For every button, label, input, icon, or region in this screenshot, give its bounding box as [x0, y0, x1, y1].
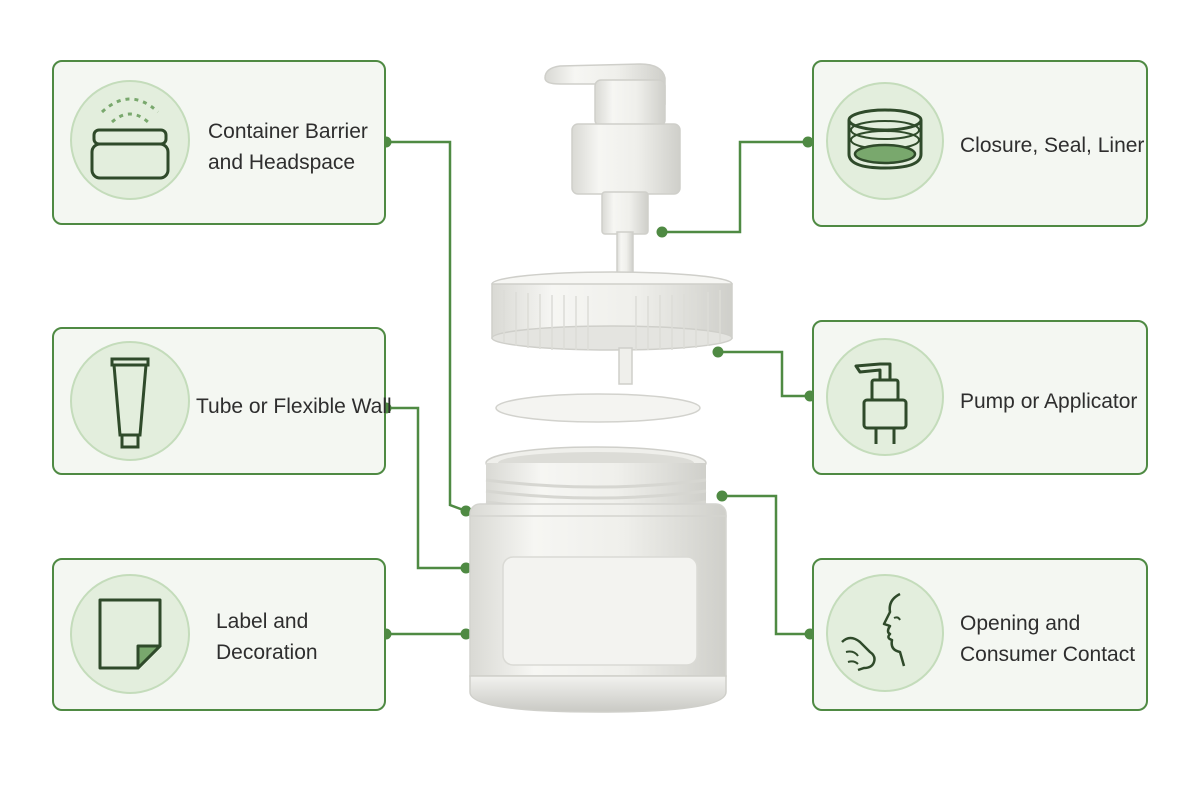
card-title-line2: Decoration: [216, 641, 318, 664]
cap-ribs: [503, 290, 721, 350]
connector-closure-seal: [662, 140, 808, 234]
tube-icon: [110, 357, 150, 449]
connector-dot: [460, 628, 472, 640]
label-peel-icon: [98, 598, 162, 670]
icon-circle: [70, 574, 190, 694]
connector-dot: [802, 136, 814, 148]
closure-liner-icon: [847, 108, 923, 170]
icon-circle: [826, 82, 944, 200]
icon-circle: [826, 338, 944, 456]
pump-neck: [601, 191, 649, 235]
connector-container-barrier: [386, 140, 467, 513]
connector-tube-wall: [386, 406, 466, 570]
card-title-line2: Consumer Contact: [960, 643, 1136, 666]
connector-dot: [716, 490, 728, 502]
card-title-line1: Opening and: [960, 612, 1081, 635]
pump-collar: [571, 123, 681, 195]
jar-label-area: [502, 556, 698, 666]
connector-opening-contact: [722, 494, 810, 636]
card-opening-contact: Opening and Consumer Contact: [812, 558, 1148, 711]
card-pump-applicator: Pump or Applicator: [812, 320, 1148, 475]
card-closure-seal: Closure, Seal, Liner: [812, 60, 1148, 227]
connector-pump-applicator: [718, 350, 810, 398]
face-hand-icon: [841, 592, 906, 672]
icon-circle: [70, 341, 190, 461]
pump-actuator: [594, 79, 666, 127]
jar-base: [469, 675, 727, 713]
card-title-line1: Tube or Flexible Wall: [196, 395, 392, 418]
connector-dot: [460, 505, 472, 517]
card-title-line1: Pump or Applicator: [960, 390, 1138, 413]
jar-headspace-icon: [90, 97, 170, 180]
icon-circle: [70, 80, 190, 200]
icon-circle: [826, 574, 944, 692]
card-title-line2: and Headspace: [208, 151, 356, 174]
connector-dot: [460, 562, 472, 574]
liner-disc: [495, 393, 701, 423]
card-title-line1: Container Barrier: [208, 120, 368, 143]
card-label-decoration: Label and Decoration: [52, 558, 386, 711]
connector-dot: [656, 226, 668, 238]
card-tube-wall: Tube or Flexible Wall: [52, 327, 392, 475]
card-container-barrier: Container Barrier and Headspace: [52, 60, 386, 225]
card-title-line1: Label and: [216, 610, 309, 633]
card-title-line1: Closure, Seal, Liner: [960, 134, 1145, 157]
connector-dot: [712, 346, 724, 358]
pump-icon: [854, 362, 908, 444]
dip-tube: [618, 347, 633, 385]
